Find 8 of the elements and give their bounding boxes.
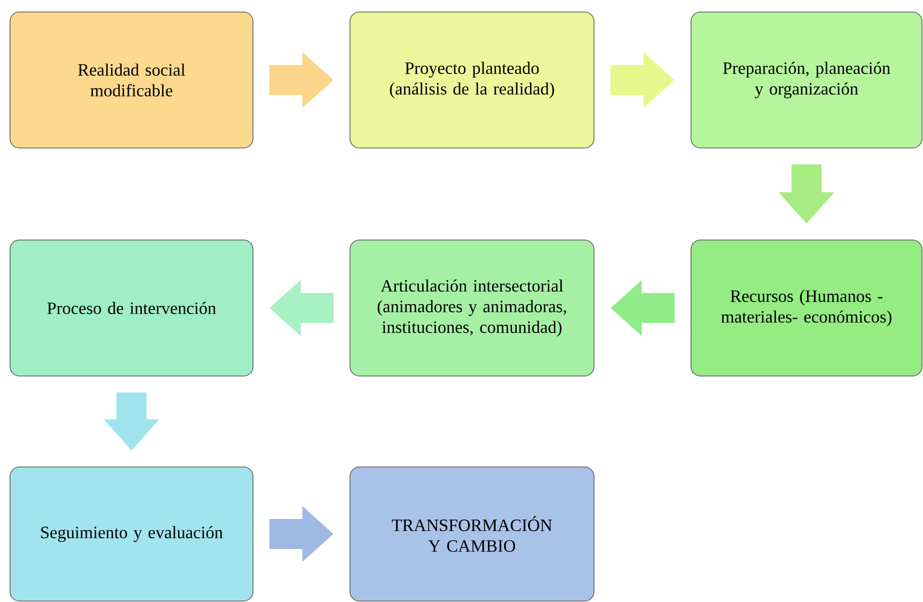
process-box: TRANSFORMACIÓN Y CAMBIO [350,466,594,602]
process-box: Recursos (Humanos - materiales- económicos) [690,240,922,376]
process-box: Seguimiento y evaluación [10,466,254,602]
process-box: Proyecto planteado (análisis de la realidad) [350,12,594,148]
process-box: Proceso de intervención [10,240,254,376]
process-box: Articulación intersectorial (animadores y animadoras, instituciones, comunidad) [350,240,594,376]
process-box: Preparación, planeación y organización [690,12,922,148]
process-box: Realidad social modificable [10,12,254,148]
